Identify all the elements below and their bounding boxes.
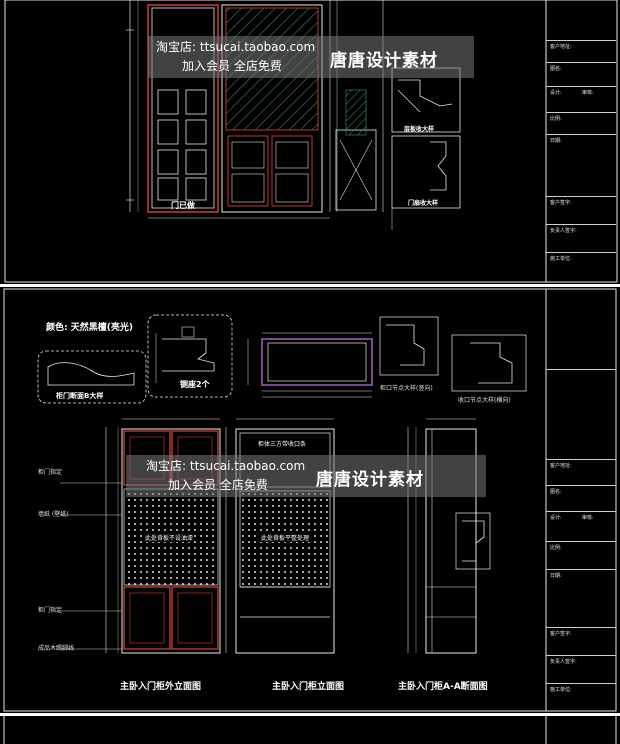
tb2-row-scale: 比例: — [550, 545, 562, 551]
tb2-row-client-signature: 客户签字: — [550, 631, 572, 637]
watermark-top: 淘宝店: ttsucai.taobao.com 加入会员 全店免费 唐唐设计素材 — [148, 36, 474, 78]
tb-row-date: 日期: — [550, 138, 562, 144]
note-top-center: 柜体三方带收口条 — [258, 441, 307, 448]
tb-row-drawing-name: 图名: — [550, 66, 562, 72]
section-caption-2: 收口节点大样(横向) — [458, 397, 511, 404]
profile-caption: 柜门断面B大样 — [56, 392, 104, 400]
note-left-3: 柜门指定 — [38, 607, 63, 614]
bottom-strip-sheet — [0, 716, 620, 744]
detail-a-label: 层板收大样 — [404, 126, 435, 133]
tb2-row-manager-signature: 负责人签字: — [550, 659, 577, 665]
section-caption-1: 柜口节点大样(竖向) — [380, 385, 433, 392]
watermark-join-text: 加入会员 全店免费 — [182, 59, 282, 73]
top-drawing-sheet: 门已做 层板收大样 门扇收大样 客户地址: 图名: 设计: 审核: 比例: 日期… — [0, 0, 620, 284]
watermark-brand-text: 唐唐设计素材 — [330, 51, 438, 71]
tb-row-client-address: 客户地址: — [550, 44, 572, 50]
tb2-row-design: 设计: — [550, 515, 562, 521]
tb2-row-contractor: 施工单位: — [550, 687, 572, 693]
tb2-row-drawing-name: 图名: — [550, 489, 562, 495]
tb-row-design: 设计: — [550, 90, 562, 96]
detail-b-label: 门扇收大样 — [408, 200, 439, 207]
tb-row-scale: 比例: — [550, 116, 562, 122]
tb2-row-client-address: 客户地址: — [550, 463, 572, 469]
bottom-title-block: 客户地址: 图名: 设计: 审核: 比例: 日期: 客户签字: 负责人签字: 施… — [546, 289, 616, 711]
view-title-3: 主卧入门柜A-A断面图 — [398, 682, 488, 692]
tb-row-review: 审核: — [582, 90, 594, 96]
note-left-1: 柜门指定 — [38, 469, 63, 476]
note-left-4: 成品木踢脚线 — [38, 645, 75, 652]
tb2-row-review: 审核: — [582, 515, 594, 521]
bottom-cad-drawing — [3, 288, 617, 712]
hinge-caption: 铡座2个 — [180, 380, 210, 389]
watermark-bottom: 淘宝店: ttsucai.taobao.com 加入会员 全店免费 唐唐设计素材 — [126, 455, 486, 497]
panel-text-2: 此处背板平整处理 — [260, 533, 311, 542]
tb-row-manager-signature: 负责人签字: — [550, 228, 577, 234]
door-frame-label: 门已做 — [171, 201, 195, 210]
strip-frame — [3, 716, 617, 744]
tb-row-client-signature: 客户签字: — [550, 200, 572, 206]
watermark-brand-text-2: 唐唐设计素材 — [316, 470, 424, 490]
tb-row-contractor: 施工单位: — [550, 256, 572, 262]
watermark-join-text-2: 加入会员 全店免费 — [168, 478, 268, 492]
view-title-2: 主卧入门柜立面图 — [272, 682, 345, 692]
watermark-shop-text: 淘宝店: ttsucai.taobao.com — [156, 40, 316, 54]
watermark-shop-text-2: 淘宝店: ttsucai.taobao.com — [146, 459, 306, 473]
note-left-2: 墙纸 (壁纸) — [38, 511, 69, 518]
color-note: 颜色: 天然黑檀(亮光) — [46, 323, 133, 333]
panel-text-1: 此处背板不设油漆 — [144, 533, 195, 542]
view-title-1: 主卧入门柜外立面图 — [120, 682, 202, 692]
bottom-drawing-sheet: 颜色: 天然黑檀(亮光) 柜门断面B大样 铡座2个 柜口节点大样(竖向) 收口节… — [0, 287, 620, 713]
tb2-row-date: 日期: — [550, 573, 562, 579]
top-title-block: 客户地址: 图名: 设计: 审核: 比例: 日期: 客户签字: 负责人签字: 施… — [546, 0, 616, 282]
